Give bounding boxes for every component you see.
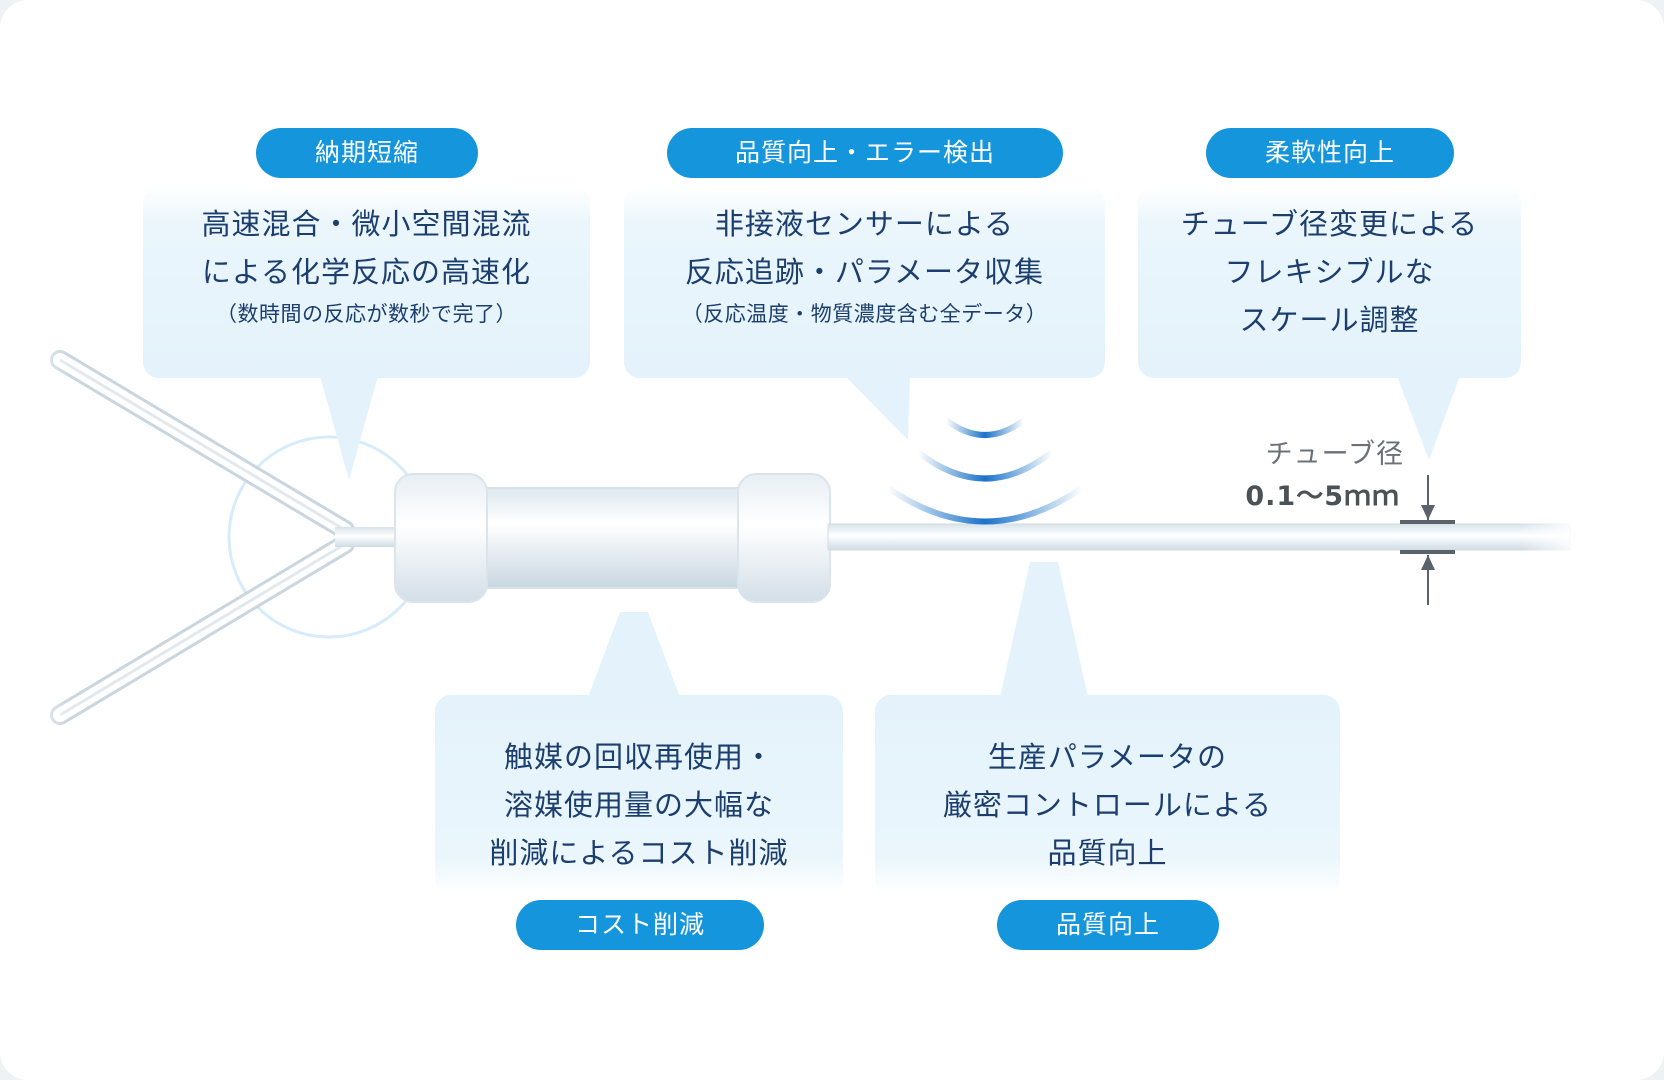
quality-card-line3: 品質向上 bbox=[1047, 836, 1168, 870]
cost-card-line3: 削減によるコスト削減 bbox=[489, 836, 789, 870]
tag-delivery: 納期短縮 bbox=[256, 128, 478, 178]
quality-card-line1: 生産パラメータの bbox=[987, 740, 1228, 774]
delivery-card-line2: による化学反応の高速化 bbox=[201, 255, 532, 289]
delivery-card-line1: 高速混合・微小空間混流 bbox=[201, 207, 532, 241]
flexibility-card-line2: フレキシブルな bbox=[1224, 255, 1435, 289]
tag-cost: コスト削減 bbox=[516, 900, 764, 950]
quality-card-line2: 厳密コントロールによる bbox=[942, 788, 1273, 822]
quality-error-card-line1: 非接液センサーによる bbox=[714, 207, 1015, 241]
tube-diameter-value: 0.1～5ｍｍ bbox=[1245, 481, 1400, 512]
delivery-card-note: （数時間の反応が数秒で完了） bbox=[216, 302, 517, 326]
quality-card: 生産パラメータの 厳密コントロールによる 品質向上 bbox=[875, 695, 1340, 895]
flexibility-card-line1: チューブ径変更による bbox=[1180, 207, 1479, 241]
flexibility-card-line3: スケール調整 bbox=[1239, 303, 1420, 337]
quality-error-card: 非接液センサーによる 反応追跡・パラメータ収集 （反応温度・物質濃度含む全データ… bbox=[624, 186, 1105, 378]
cost-card: 触媒の回収再使用・ 溶媒使用量の大幅な 削減によるコスト削減 bbox=[435, 695, 843, 895]
quality-error-card-note: （反応温度・物質濃度含む全データ） bbox=[681, 302, 1048, 326]
reactor-module bbox=[394, 473, 831, 603]
tube-diameter-label: チューブ径 bbox=[1265, 439, 1404, 470]
cost-card-line2: 溶媒使用量の大幅な bbox=[503, 788, 774, 822]
tag-quality: 品質向上 bbox=[997, 900, 1219, 950]
tag-flexibility: 柔軟性向上 bbox=[1206, 128, 1454, 178]
inlet-tubes bbox=[50, 350, 405, 725]
tag-quality-error: 品質向上・エラー検出 bbox=[667, 128, 1063, 178]
sensor-waves bbox=[885, 417, 1085, 525]
diameter-marker bbox=[1400, 475, 1455, 605]
cost-card-line1: 触媒の回収再使用・ bbox=[503, 740, 774, 774]
quality-error-card-line2: 反応追跡・パラメータ収集 bbox=[684, 255, 1045, 289]
outlet-tube bbox=[827, 520, 1580, 554]
flexibility-card: チューブ径変更による フレキシブルな スケール調整 bbox=[1138, 186, 1521, 378]
delivery-card: 高速混合・微小空間混流 による化学反応の高速化 （数時間の反応が数秒で完了） bbox=[143, 186, 590, 378]
